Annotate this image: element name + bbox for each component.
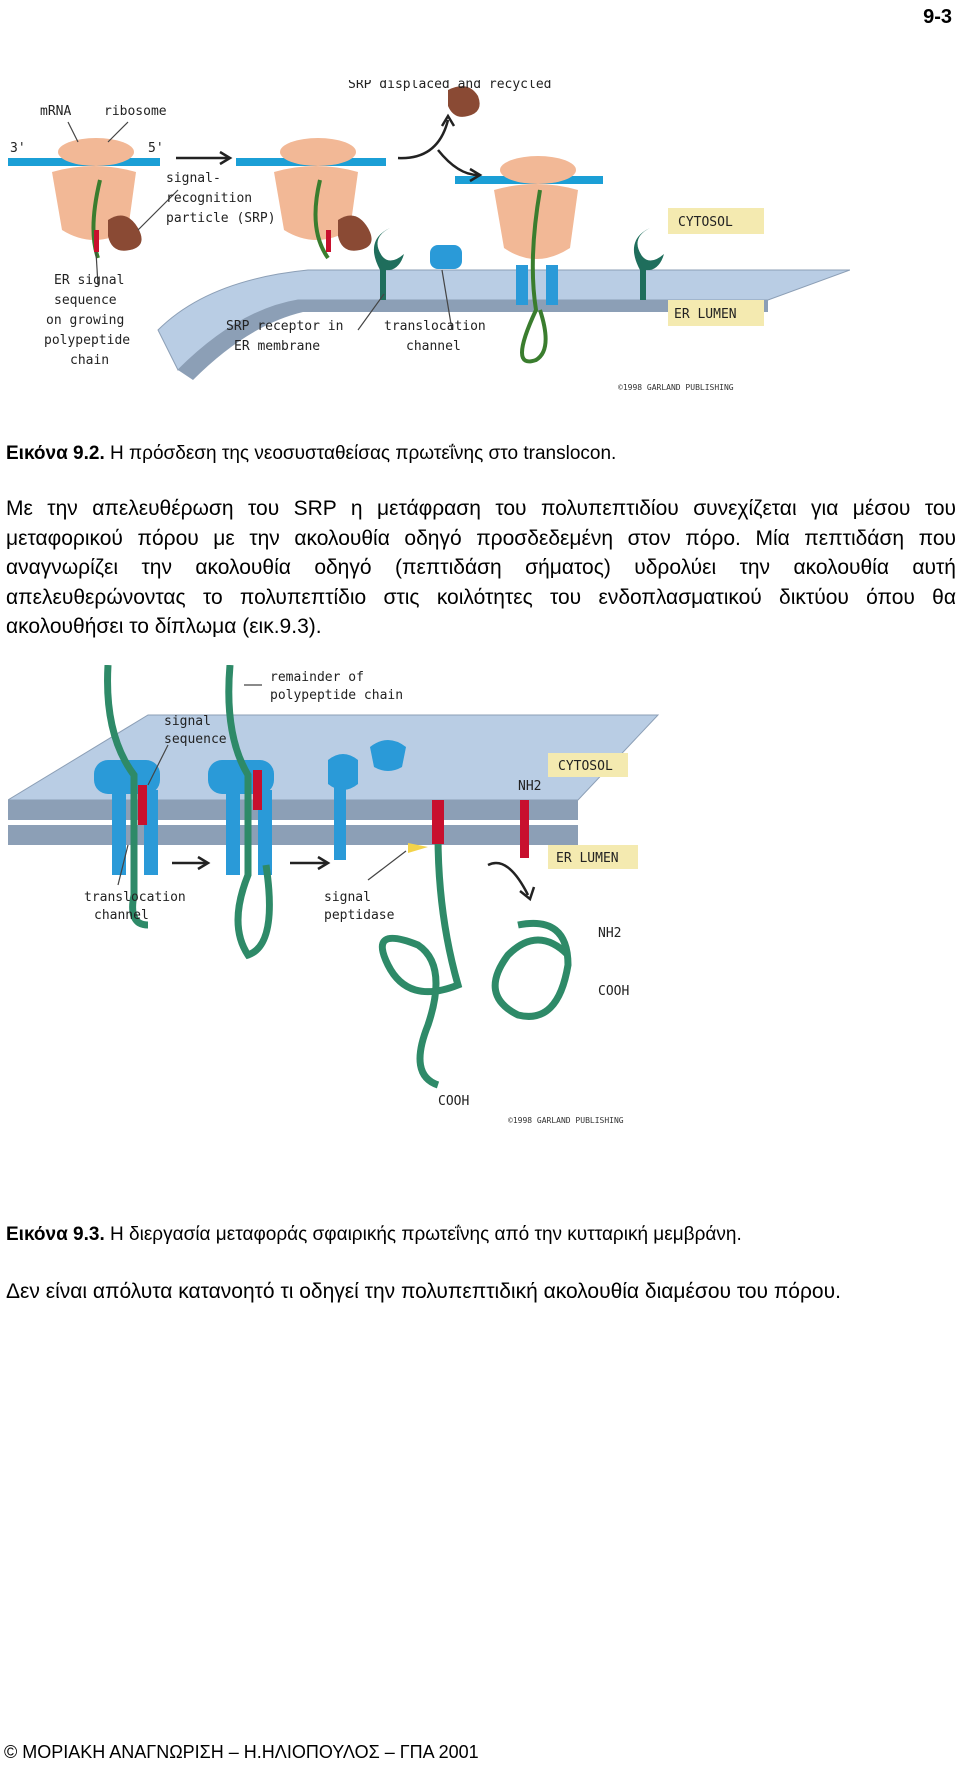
page-number: 9-3 [923,6,952,28]
label-srp-2: recognition [166,191,252,206]
label-cytosol: CYTOSOL [678,215,733,230]
label-peptidase-2: peptidase [324,908,395,923]
label-nh2-a: NH2 [518,779,541,794]
figure-protein-translocation: remainder of polypeptide chain signal se… [8,665,660,1125]
translocation-channel [94,740,406,875]
label-er-signal-1: ER signal [54,273,124,288]
label-er-lumen: ER LUMEN [556,851,619,866]
figure1-copyright: ©1998 GARLAND PUBLISHING [618,383,734,392]
figure2-caption-text: Η διεργασία μεταφοράς σφαιρικής πρωτεΐνη… [104,1224,742,1245]
signal-sequence [94,230,99,252]
label-er-signal-3: on growing [46,313,124,328]
label-signal-seq-1: signal [164,714,211,729]
srp-receptor [373,228,664,300]
figure1-caption-label: Εικόνα 9.2. [6,443,105,464]
label-mrna: mRNA [40,104,71,119]
signal-peptidase [408,843,428,853]
label-cooh-a: COOH [598,984,629,999]
label-peptidase-1: signal [324,890,371,905]
label-remainder-1: remainder of [270,670,364,685]
label-srp-3: particle (SRP) [166,211,276,226]
label-channel-2: channel [406,339,461,354]
figure2-caption-label: Εικόνα 9.3. [6,1224,105,1245]
label-5prime: 5' [148,141,164,156]
cytosol-box [668,208,764,234]
signal-sequence [326,230,331,252]
label-er-signal-4: polypeptide [44,333,130,348]
er-lumen-box [548,845,638,869]
figure1-caption-text: Η πρόσδεση της νεοσυσταθείσας πρωτεΐνης … [104,443,617,464]
figure2-copyright: ©1998 GARLAND PUBLISHING [508,1116,624,1125]
signal-sequence [138,770,529,858]
label-channel-2: channel [94,908,149,923]
figure-srp-translocon: SRP displaced and recycled mRNA ribosome… [8,80,850,392]
label-nh2-b: NH2 [598,926,621,941]
er-lumen-box [668,300,764,326]
figure2-caption: Εικόνα 9.3. Η διεργασία μεταφοράς σφαιρι… [6,1224,742,1246]
label-receptor-1: SRP receptor in [226,319,343,334]
cytosol-box [548,753,628,777]
label-srp-1: signal- [166,171,221,186]
label-ribosome: ribosome [104,104,167,119]
label-er-signal-2: sequence [54,293,117,308]
label-er-lumen: ER LUMEN [674,307,737,322]
label-signal-seq-2: sequence [164,732,227,747]
label-srp-displaced: SRP displaced and recycled [348,80,552,92]
flow-arrow [176,113,483,183]
label-er-signal-5: chain [70,353,109,368]
footer: © ΜΟΡΙΑΚΗ ΑΝΑΓΝΩΡΙΣΗ – Η.ΗΛΙΟΠΟΥΛΟΣ – ΓΠ… [4,1742,479,1762]
label-channel-1: translocation [384,319,486,334]
label-channel-1: translocation [84,890,186,905]
srp-particle [108,86,480,251]
label-cytosol: CYTOSOL [558,759,613,774]
label-remainder-2: polypeptide chain [270,688,403,703]
translocation-channel [430,245,558,305]
er-membrane-layer [8,825,578,845]
flow-arrow [172,855,536,902]
figure1-caption: Εικόνα 9.2. Η πρόσδεση της νεοσυσταθείσα… [6,443,616,465]
er-membrane-layer [8,800,578,820]
paragraph-1: Με την απελευθέρωση του SRP η μετάφραση … [6,497,956,638]
polypeptide-chain [104,665,572,1089]
paragraph-2: Δεν είναι απόλυτα κατανοητό τι οδηγεί τη… [6,1280,841,1303]
label-receptor-2: ER membrane [234,339,320,354]
label-cooh-b: COOH [438,1094,469,1109]
label-3prime: 3' [10,141,26,156]
